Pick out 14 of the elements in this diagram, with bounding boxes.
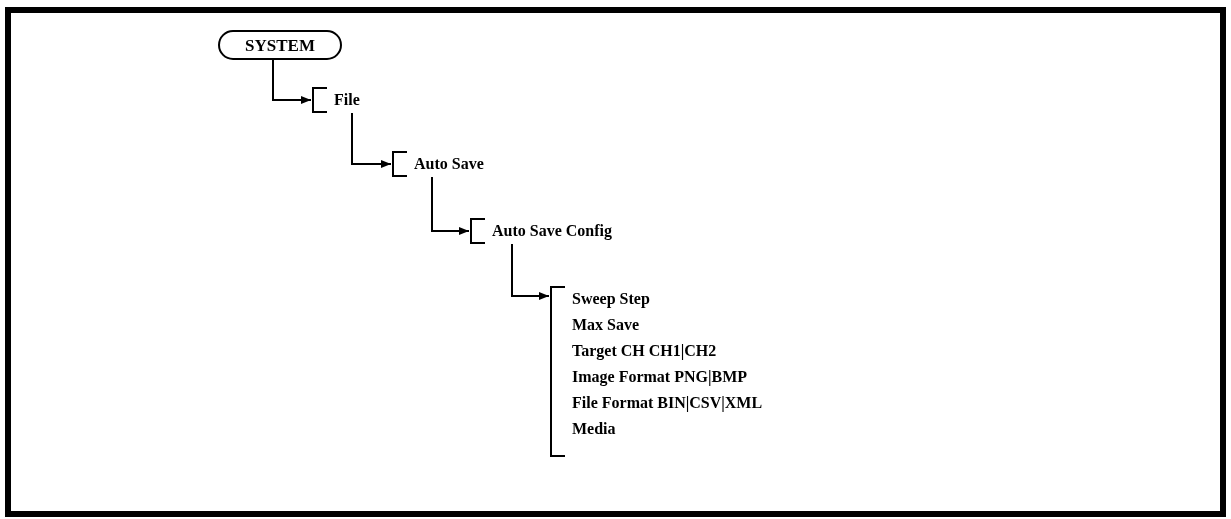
menu-option: Max Save xyxy=(572,312,763,338)
menu-option: Target CH CH1|CH2 xyxy=(572,338,763,364)
arrow xyxy=(272,59,312,104)
arrow xyxy=(431,176,470,235)
menu-option: File xyxy=(334,87,360,113)
menu-option: File Format BIN|CSV|XML xyxy=(572,390,763,416)
key-label: SYSTEM xyxy=(218,30,342,60)
menu-option: Media xyxy=(572,416,763,442)
menu-option: Image Format PNG|BMP xyxy=(572,364,763,390)
arrow xyxy=(511,243,550,300)
menu-option: Auto Save xyxy=(414,151,484,177)
arrow xyxy=(351,112,392,168)
menu-option: Auto Save Config xyxy=(492,218,612,244)
menu-option: Sweep Step xyxy=(572,286,763,312)
